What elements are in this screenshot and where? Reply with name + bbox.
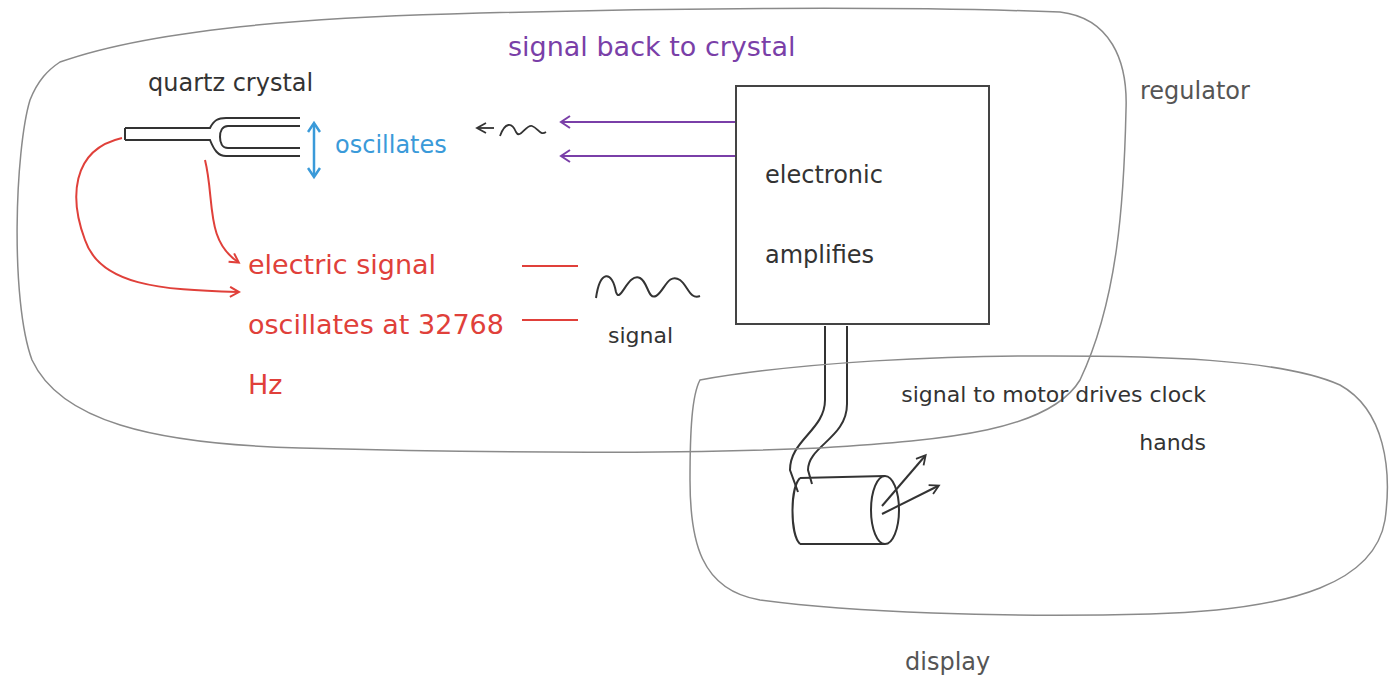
signal-leader xyxy=(76,138,238,292)
motor xyxy=(793,456,939,544)
oscillation-arrow xyxy=(313,124,316,176)
motor-wire xyxy=(808,326,847,484)
display-region: signal to motor drives clock hands displa… xyxy=(680,345,1395,690)
feedback-pointer xyxy=(478,127,494,129)
motion-label: oscillates xyxy=(335,130,447,160)
signal-wire xyxy=(522,266,578,320)
region-label: display xyxy=(905,647,990,677)
box-label: electronic amplifies xyxy=(765,135,945,295)
region-outline-path xyxy=(690,356,1387,615)
signal-label: electric signal oscillates at 32768 Hz xyxy=(248,235,518,415)
region-text: signal to motor drives clock hands xyxy=(876,371,1206,467)
amplifier-box: electronic amplifies xyxy=(735,85,990,325)
quartz-crystal-fork xyxy=(125,118,300,156)
part-label: quartz crystal xyxy=(148,68,313,98)
signal-label: signal back to crystal xyxy=(508,30,796,64)
signal-leader xyxy=(205,160,238,262)
region-label: regulator xyxy=(1140,76,1250,106)
signal-wave xyxy=(596,276,700,298)
feedback-arrow xyxy=(562,121,735,123)
signal-label: signal xyxy=(608,322,673,350)
feedback-arrow xyxy=(562,155,735,157)
feedback-wave xyxy=(500,125,546,136)
